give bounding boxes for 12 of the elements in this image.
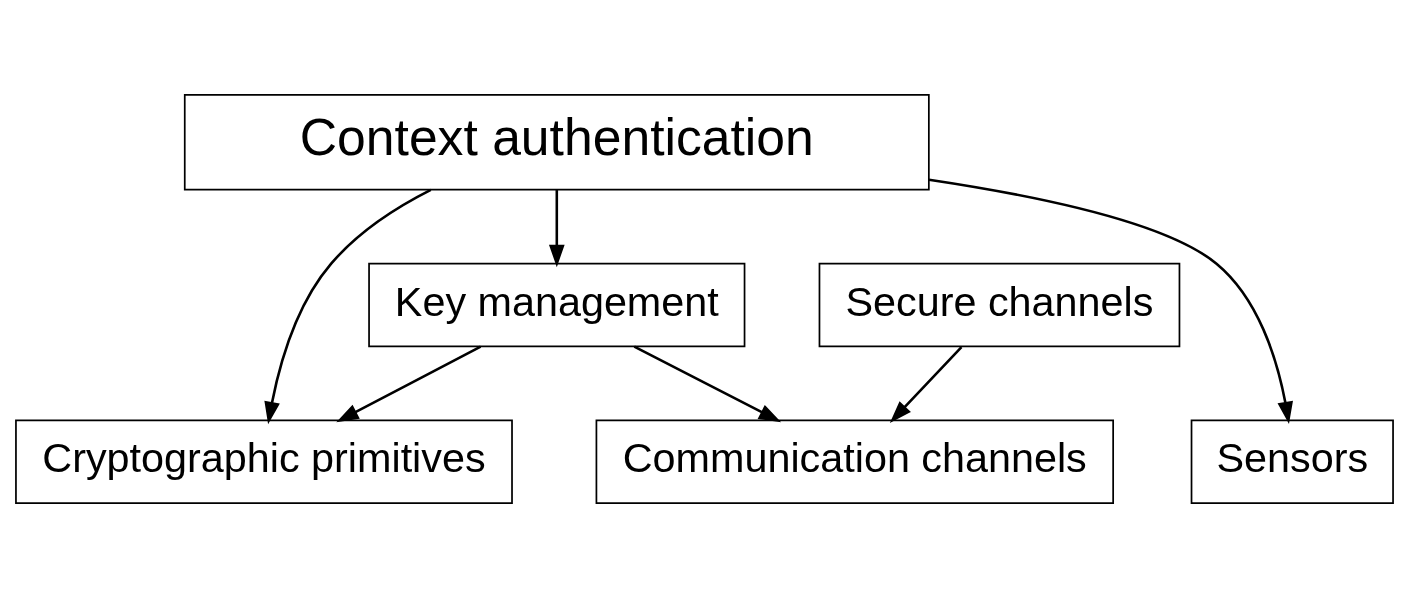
arrow (889, 346, 963, 423)
arrow (548, 190, 565, 268)
arrow (264, 188, 432, 425)
node-box: Sensors (1190, 419, 1394, 504)
arrow (633, 345, 782, 423)
arrow (336, 345, 482, 423)
node-box: Secure channels (818, 262, 1181, 348)
arrow (928, 178, 1293, 425)
node-box: Cryptographic primitives (15, 419, 513, 504)
node-box: Key management (368, 262, 746, 348)
node-box: Context authentication (183, 94, 930, 191)
node-box: Communication channels (595, 419, 1114, 504)
